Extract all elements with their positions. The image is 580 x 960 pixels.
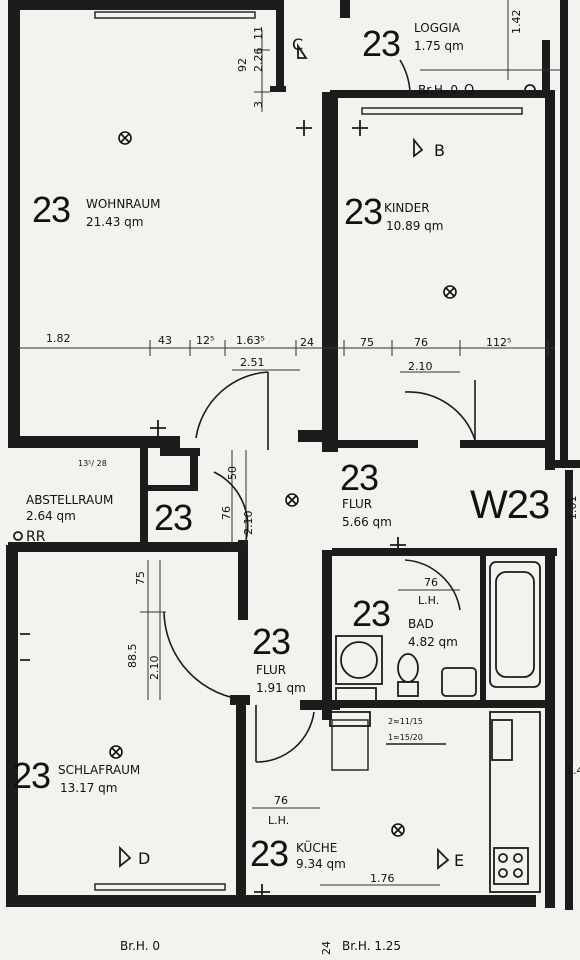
markers: C B D E RR O: [13, 35, 536, 870]
dim-label: 76: [414, 336, 428, 349]
room-schlafraum: 23 SCHLAFRAUM 13.17 qm: [12, 755, 140, 796]
bath-fixtures: [335, 561, 541, 705]
room-name: ABSTELLRAUM: [26, 493, 113, 507]
walls: [6, 0, 580, 910]
room-abstellraum: 23 ABSTELLRAUM 2.64 qm: [26, 493, 193, 538]
room-number: 23: [340, 457, 378, 498]
dim-label: 75: [134, 571, 147, 585]
dim-label: 88.5: [126, 644, 139, 669]
note-brh-bottom-right: Br.H. 1.25: [342, 939, 401, 953]
note-vent-2: 1≈15/20: [388, 733, 423, 742]
room-flur-1: 23 FLUR 5.66 qm: [340, 457, 392, 529]
room-area: 9.34 qm: [296, 857, 346, 871]
room-kinder: 23 KINDER 10.89 qm: [344, 191, 443, 233]
dim-label: 1.76: [370, 872, 395, 885]
dim-label: 76: [274, 794, 288, 807]
room-bad: 23 BAD 4.82 qm: [352, 593, 458, 649]
room-number: 23: [250, 833, 288, 874]
room-area: 21.43 qm: [86, 215, 143, 229]
dim-label: 1.4: [566, 764, 580, 777]
room-area: 4.82 qm: [408, 635, 458, 649]
marker-e: E: [454, 851, 464, 870]
dim-label: 76: [220, 506, 233, 520]
windows: [94, 11, 523, 907]
dim-label: 50: [226, 466, 239, 480]
room-number: 23: [352, 593, 390, 634]
room-name: WOHNRAUM: [86, 197, 161, 211]
room-number: 23: [154, 497, 192, 538]
dimension-labels: 1.82 43 12⁵ 1.63⁵ 24 75 76 112⁵ 2.51 2.1…: [46, 10, 580, 956]
dim-label: 1.63⁵: [236, 334, 265, 347]
dim-label: 43: [158, 334, 172, 347]
note-brh-bottom-left: Br.H. 0: [120, 939, 160, 953]
room-area: 13.17 qm: [60, 781, 117, 795]
marker-b: B: [434, 141, 445, 160]
marker-d: D: [138, 849, 150, 868]
dim-label: 1.42: [510, 10, 523, 35]
dim-label: 3: [252, 101, 265, 108]
dim-label: 76: [424, 576, 438, 589]
dim-label: 11: [252, 26, 265, 40]
room-loggia: 23 LOGGIA 1.75 qm: [362, 21, 464, 64]
dim-label: 2.26: [252, 48, 265, 73]
note-vent-1: 2≈11/15: [388, 717, 423, 726]
room-kueche: 23 KÜCHE 9.34 qm: [250, 833, 346, 874]
room-name: FLUR: [256, 663, 286, 677]
marker-oa: O: [464, 83, 474, 98]
room-number: 23: [252, 621, 290, 662]
unit-label: W23: [470, 483, 549, 527]
room-name: LOGGIA: [414, 21, 461, 35]
room-area: 1.91 qm: [256, 681, 306, 695]
notes: L.H. L.H. Br.H. 0 Br.H. 0 Br.H. 1.25 2≈1…: [78, 83, 458, 953]
room-wohnraum: 23 WOHNRAUM 21.43 qm: [32, 189, 161, 230]
room-number: 23: [362, 23, 400, 64]
dim-label: 112⁵: [486, 336, 511, 349]
note-lh-bad: L.H.: [418, 594, 439, 607]
dim-label: 24: [320, 941, 333, 955]
note-niche: 13⁵/ 28: [78, 459, 107, 468]
marker-c: C: [292, 35, 303, 54]
room-area: 5.66 qm: [342, 515, 392, 529]
kitchen-fixtures: [329, 711, 541, 893]
door-swings: [163, 59, 476, 763]
wall-marks: [20, 120, 406, 900]
dim-label: 24: [300, 336, 314, 349]
marker-rr: RR: [26, 529, 46, 545]
dim-label: 12⁵: [196, 334, 214, 347]
dim-label: 92: [236, 58, 249, 72]
room-area: 1.75 qm: [414, 39, 464, 53]
room-name: BAD: [408, 617, 434, 631]
dim-label: 2.51: [240, 356, 265, 369]
room-area: 2.64 qm: [26, 509, 76, 523]
room-number: 23: [344, 191, 382, 232]
dim-label: 75: [360, 336, 374, 349]
dim-label: 2.10: [242, 511, 255, 536]
dim-label: 1.01: [566, 496, 579, 521]
room-name: KINDER: [384, 201, 430, 215]
dim-label: 2.10: [148, 656, 161, 681]
note-brh-top: Br.H. 0: [418, 83, 458, 97]
dimension-lines: [18, 0, 573, 886]
note-lh-kueche: L.H.: [268, 814, 289, 827]
ceiling-lights: [109, 131, 457, 837]
room-area: 10.89 qm: [386, 219, 443, 233]
dim-label: 2.10: [408, 360, 433, 373]
room-flur-2: 23 FLUR 1.91 qm: [252, 621, 306, 695]
room-name: FLUR: [342, 497, 372, 511]
room-number: 23: [32, 189, 70, 230]
room-name: SCHLAFRAUM: [58, 763, 140, 777]
room-number: 23: [12, 755, 50, 796]
dim-label: 1.82: [46, 332, 71, 345]
room-name: KÜCHE: [296, 839, 337, 855]
